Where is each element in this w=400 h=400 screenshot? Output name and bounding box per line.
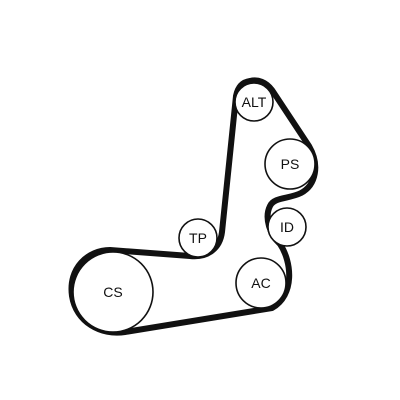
- pulley-ac-label: AC: [251, 275, 270, 291]
- pulley-alt-label: ALT: [242, 94, 267, 110]
- pulley-id: ID: [267, 207, 307, 247]
- pulley-tp: TP: [178, 218, 218, 258]
- pulley-id-circle: [267, 207, 307, 247]
- pulley-cs-circle: [72, 251, 154, 333]
- pulley-ps-label: PS: [281, 156, 300, 172]
- pulley-alt-circle: [234, 82, 274, 122]
- pulley-id-label: ID: [280, 219, 294, 235]
- pulley-ac-circle: [235, 257, 287, 309]
- pulley-ac: AC: [235, 257, 287, 309]
- pulley-alt: ALT: [234, 82, 274, 122]
- pulley-ps: PS: [264, 138, 316, 190]
- pulley-tp-label: TP: [189, 230, 207, 246]
- pulley-tp-circle: [178, 218, 218, 258]
- pulley-cs: CS: [72, 251, 154, 333]
- pulley-ps-circle: [264, 138, 316, 190]
- pulley-cs-label: CS: [103, 284, 122, 300]
